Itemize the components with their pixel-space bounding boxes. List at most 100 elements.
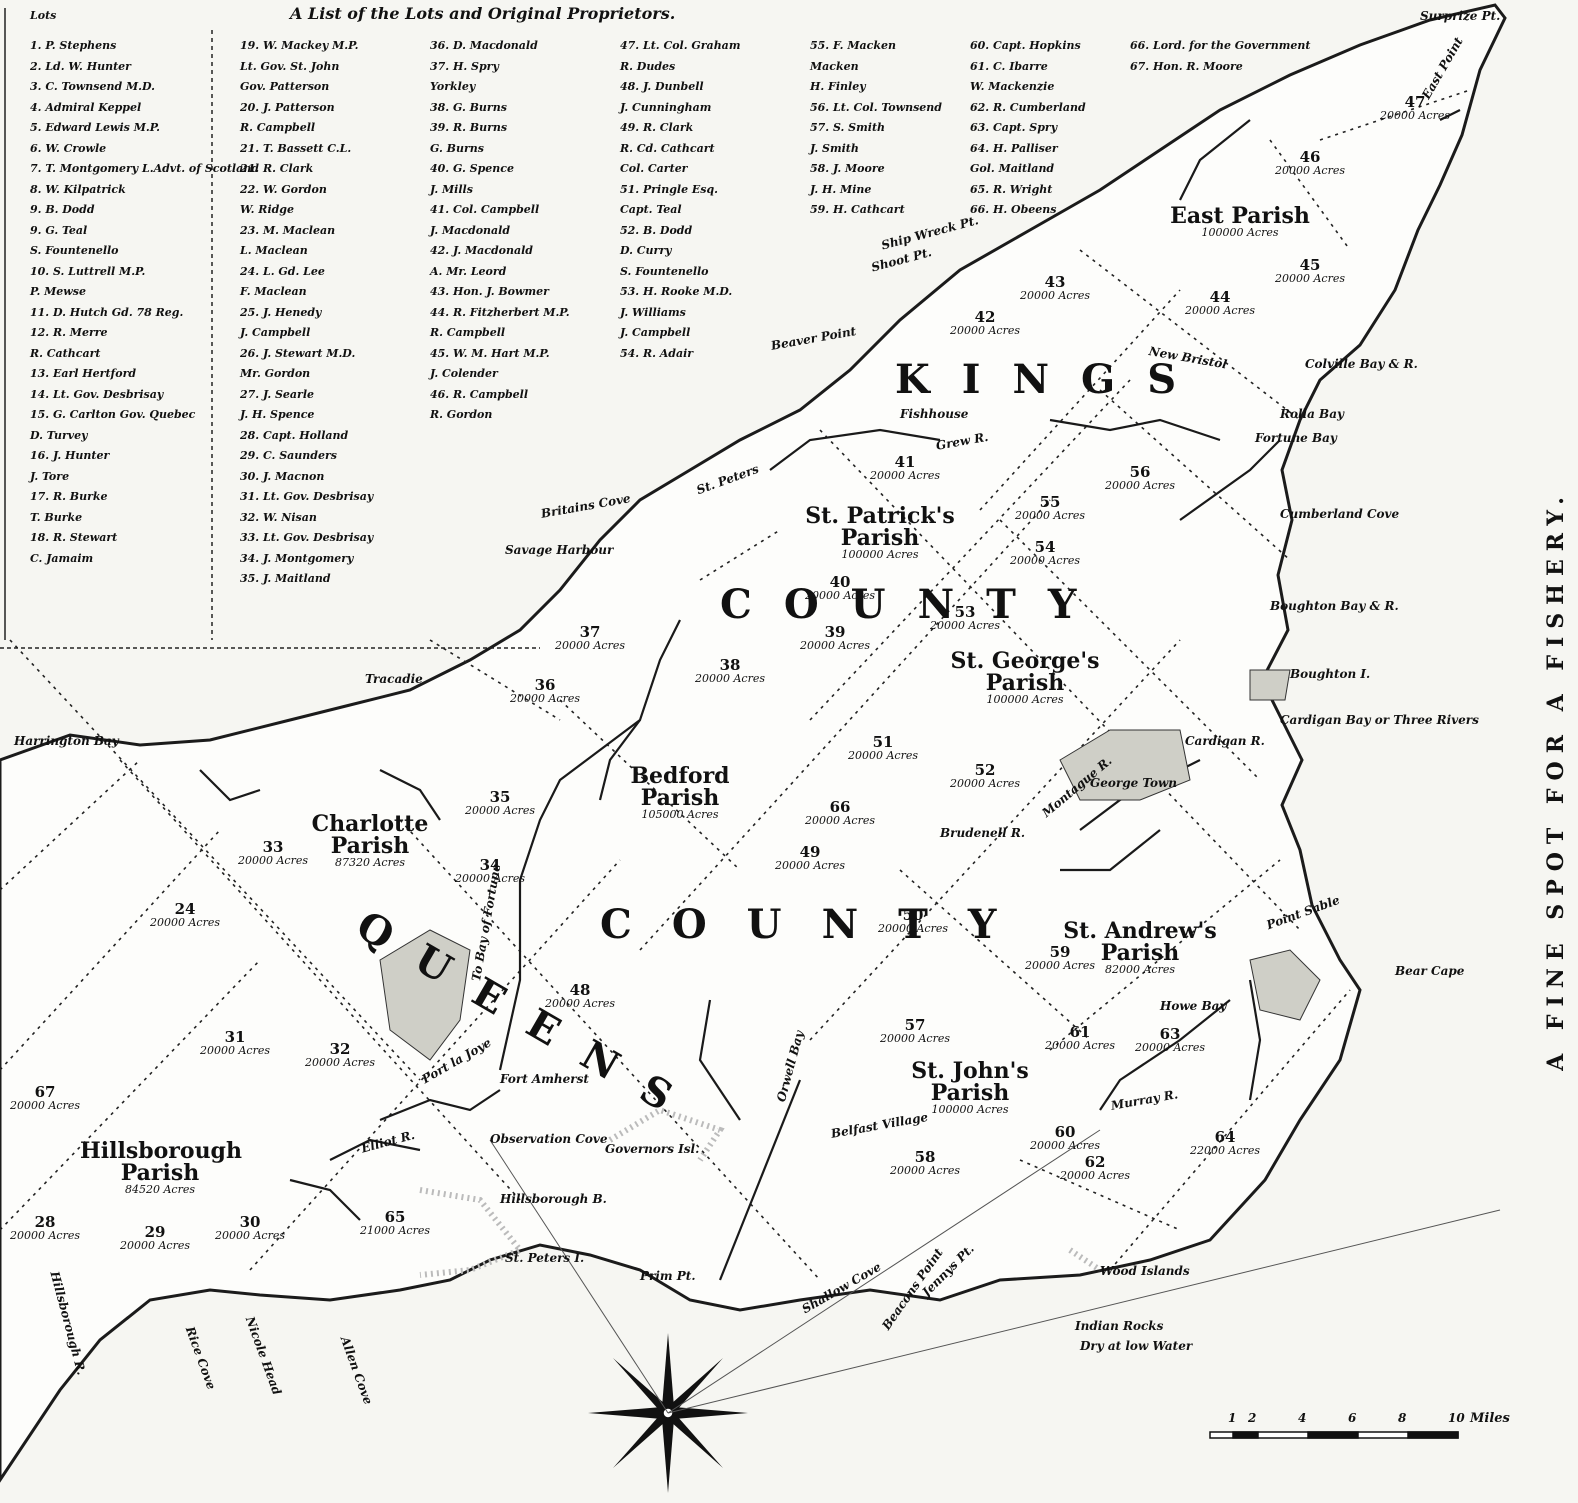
- lot-acres: 20000 Acres: [1010, 554, 1081, 567]
- lot-list-entry: 59. H. Cathcart: [810, 203, 905, 216]
- lot-number: 30: [239, 1213, 261, 1231]
- county-word-county-lower: COUNTY: [600, 901, 1037, 948]
- lot-list-entry: 1. P. Stephens: [30, 39, 117, 52]
- lot-list-entry: 21. R. Clark: [240, 162, 314, 175]
- lot-list-entry: 34. J. Montgomery: [240, 551, 354, 565]
- lot-list-entry: J. Campbell: [240, 326, 311, 339]
- lots-header: Lots: [30, 9, 57, 22]
- parish-name: Bedford Parish: [630, 763, 730, 811]
- lot-number: 55: [1039, 493, 1061, 511]
- lot-acres: 20000 Acres: [215, 1229, 286, 1242]
- lot-acres: 20000 Acres: [950, 777, 1021, 790]
- place-name: Savage Harbour: [505, 543, 614, 557]
- lot-list-entry: Capt. Teal: [620, 203, 682, 216]
- place-name: Cardigan R.: [1185, 734, 1265, 748]
- lot-list-entry: 6. W. Crowle: [30, 141, 107, 155]
- lot-list-entry: Gov. Patterson: [240, 80, 330, 93]
- lot-list-entry: 9. G. Teal: [30, 223, 88, 237]
- place-name: Harrington Bay: [14, 734, 119, 748]
- place-name: Dry at low Water: [1080, 1339, 1193, 1353]
- lot-list-entry: D. Curry: [620, 244, 672, 257]
- lot-acres: 20000 Acres: [555, 639, 626, 652]
- lot-list-entry: 40. G. Spence: [430, 162, 514, 175]
- lot-list-entry: 32. W. Nisan: [240, 510, 317, 524]
- lot-acres: 20000 Acres: [1380, 109, 1451, 122]
- lot-acres: 20000 Acres: [805, 589, 876, 602]
- place-name: Rolla Bay: [1280, 407, 1344, 421]
- lot-list-entry: 7. T. Montgomery L.Advt. of Scotland: [30, 162, 259, 175]
- lot-list-entry: 61. C. Ibarre: [970, 59, 1048, 73]
- lot-list-entry: R. Campbell: [240, 121, 316, 134]
- lot-list-entry: R. Cathcart: [30, 346, 101, 360]
- lot-number: 29: [144, 1223, 166, 1241]
- lot-list-entry: 52. B. Dodd: [620, 223, 693, 237]
- lot-list-entry: 5. Edward Lewis M.P.: [30, 121, 160, 134]
- lot-list-entry: 20. J. Patterson: [240, 100, 335, 114]
- parish-name: St. Andrew's Parish: [1063, 918, 1217, 966]
- lot-acres: 20000 Acres: [200, 1044, 271, 1057]
- place-name: Fort Amherst: [500, 1072, 589, 1086]
- lot-number: 44: [1209, 288, 1231, 306]
- lot-list-entry: 24. L. Gd. Lee: [240, 264, 325, 278]
- lot-list-entry: 27. J. Searle: [240, 387, 315, 401]
- lot-number: 53: [954, 603, 976, 621]
- lot-list-entry: 15. G. Carlton Gov. Quebec: [30, 408, 196, 421]
- lot-list-entry: 17. R. Burke: [30, 490, 108, 503]
- lot-list-entry: J. Tore: [30, 469, 70, 483]
- parish-name: St. John's Parish: [911, 1058, 1029, 1106]
- lot-acres: 20000 Acres: [1105, 479, 1176, 492]
- lot-list-entry: 45. W. M. Hart M.P.: [430, 346, 550, 360]
- lot-list-frame: [0, 8, 540, 649]
- lot-number: 35: [489, 788, 511, 806]
- lot-list-entry: J. Mills: [430, 182, 473, 196]
- lot-list-entry: 19. W. Mackey M.P.: [240, 39, 359, 52]
- lot-list-entry: 51. Pringle Esq.: [620, 182, 719, 196]
- lot-number: 40: [829, 573, 851, 591]
- lot-list-entry: 37. H. Spry: [430, 59, 499, 73]
- lot-acres: 20000 Acres: [238, 854, 309, 867]
- lot-list-entry: 16. J. Hunter: [30, 449, 110, 462]
- lot-acres: 20000 Acres: [930, 619, 1001, 632]
- lot-acres: 20000 Acres: [545, 997, 616, 1010]
- lot-list-entry: 29. C. Saunders: [240, 449, 337, 462]
- lot-list-entry: 28. Capt. Holland: [240, 428, 349, 442]
- lot-acres: 20000 Acres: [10, 1229, 81, 1242]
- lot-list-entry: Gol. Maitland: [970, 162, 1055, 175]
- lot-acres: 20000 Acres: [1135, 1041, 1206, 1054]
- lot-list-entry: J. Smith: [810, 141, 859, 155]
- lot-list-entry: 65. R. Wright: [970, 182, 1053, 196]
- lot-list-entry: R. Dudes: [620, 59, 676, 73]
- lot-acres: 20000 Acres: [455, 872, 526, 885]
- lot-list-entry: Lt. Gov. St. John: [240, 59, 340, 73]
- parish-name: Charlotte Parish: [311, 811, 429, 859]
- place-name: George Town: [1090, 776, 1178, 790]
- lot-acres: 20000 Acres: [848, 749, 919, 762]
- parish-name: St. George's Parish: [950, 648, 1100, 696]
- lot-number: 64: [1214, 1128, 1236, 1146]
- parish-acres: 100000 Acres: [931, 1103, 1009, 1116]
- lot-list-entry: A. Mr. Leord: [430, 264, 507, 278]
- lot-list-entry: 54. R. Adair: [620, 346, 694, 360]
- lot-number: 51: [872, 733, 894, 751]
- place-name: Indian Rocks: [1075, 1319, 1164, 1333]
- lot-list-entry: P. Mewse: [30, 285, 86, 298]
- lot-number: 50: [902, 906, 924, 924]
- lot-list-entry: 58. J. Moore: [810, 162, 885, 175]
- lot-number: 33: [262, 838, 284, 856]
- lot-list-entry: 41. Col. Campbell: [430, 203, 540, 216]
- lot-list-entry: 25. J. Henedy: [240, 305, 322, 319]
